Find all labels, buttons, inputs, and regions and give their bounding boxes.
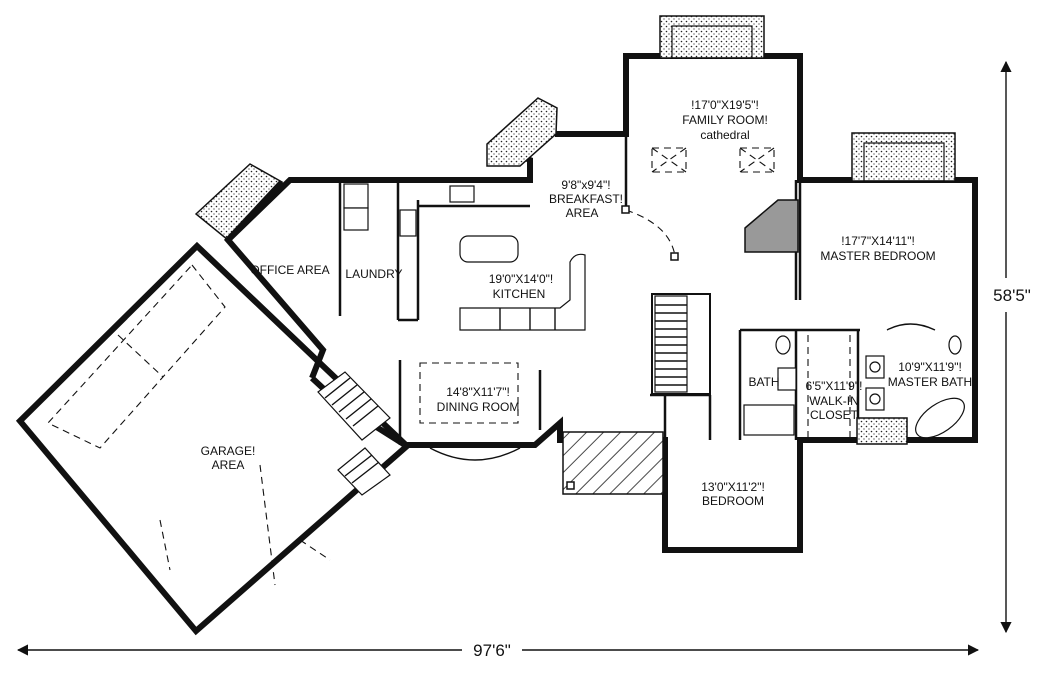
master-bedroom-name: MASTER BEDROOM <box>820 249 935 263</box>
closet-name: WALK-IN <box>809 394 859 408</box>
depth-dimension-label: 58'5" <box>993 286 1031 305</box>
room-labels: !17'0"X19'5"! FAMILY ROOM! cathedral 9'8… <box>201 98 973 508</box>
dining-dims: 14'8"X11'7"! <box>446 385 510 399</box>
breakfast-arc <box>625 209 676 257</box>
dining-table <box>419 362 519 424</box>
master-bath-dims: 10'9"X11'9"! <box>898 360 962 374</box>
kitchen-dims: 19'0"X14'0"! <box>489 272 553 286</box>
garage <box>15 241 412 636</box>
garage-walls <box>15 241 412 636</box>
bath-name: BATH <box>748 375 779 389</box>
master-bath-name: MASTER BATH <box>888 375 972 389</box>
closet-name2: CLOSET <box>810 408 859 422</box>
garage-stairs <box>317 371 391 496</box>
kitchen-name: KITCHEN <box>493 287 546 301</box>
breakfast-name2: AREA <box>566 206 599 220</box>
garage-name2: AREA <box>212 458 245 472</box>
dining-name: DINING ROOM <box>437 400 520 414</box>
skylight <box>739 147 775 173</box>
kitchen-island <box>459 235 519 263</box>
front-porch <box>562 431 664 495</box>
depth-dimension: 58'5" <box>993 60 1031 634</box>
laundry-name: LAUNDRY <box>345 267 402 281</box>
office-name: OFFICE AREA <box>250 263 329 277</box>
breakfast-planter <box>486 97 558 167</box>
width-dimension-label: 97'6" <box>473 641 511 660</box>
breakfast-name: BREAKFAST! <box>549 192 623 206</box>
garage-car-outline <box>47 264 226 449</box>
main-stairs <box>654 295 688 393</box>
family-room-dims: !17'0"X19'5"! <box>691 98 759 112</box>
breakfast-dims: 9'8"x9'4"! <box>561 178 610 192</box>
family-fireplace-hearth <box>659 15 765 59</box>
skylight <box>651 147 687 173</box>
kitchen-counter <box>459 253 586 331</box>
dining-bay-window <box>429 447 521 461</box>
fireplace <box>744 199 799 253</box>
master-bedroom-dims: !17'7"X14'11"! <box>841 234 915 248</box>
width-dimension: 97'6" <box>16 641 980 660</box>
bathtub <box>915 397 965 439</box>
bedroom-dims: 13'0"X11'2"! <box>701 480 765 494</box>
master-fireplace-hearth <box>851 132 956 182</box>
family-room-note: cathedral <box>700 128 749 142</box>
garage-name: GARAGE! <box>201 444 256 458</box>
closet-dims: 6'5"X11'9"! <box>806 379 863 393</box>
family-room-name: FAMILY ROOM! <box>682 113 768 127</box>
bedroom-name: BEDROOM <box>702 494 764 508</box>
